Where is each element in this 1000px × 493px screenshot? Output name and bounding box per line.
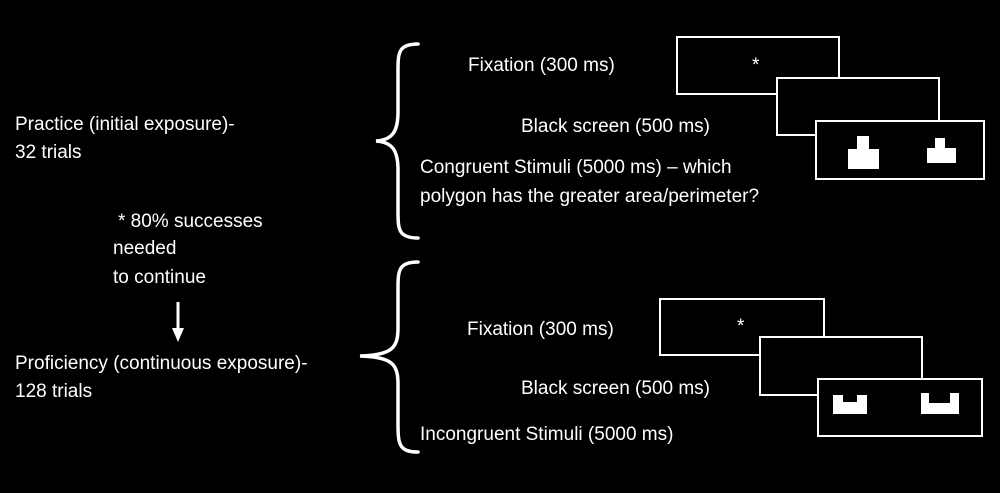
proficiency-brace: [359, 260, 420, 454]
fixation-label-practice: Fixation (300 ms): [468, 55, 615, 76]
practice-label: Practice (initial exposure)-: [15, 114, 235, 135]
stimulus-screen-practice: [815, 120, 985, 180]
congruent-polygon-left: [848, 136, 879, 169]
proficiency-trials: 128 trials: [15, 381, 93, 402]
stimuli-label-practice-line2: polygon has the greater area/perimeter?: [420, 186, 760, 207]
fixation-symbol-practice: *: [752, 55, 760, 76]
fixation-label-proficiency: Fixation (300 ms): [467, 319, 614, 340]
congruent-polygon-right: [927, 138, 956, 163]
incongruent-polygon-right: [921, 393, 959, 414]
practice-trials: 32 trials: [15, 142, 82, 163]
criterion-line2: needed: [113, 238, 177, 259]
black-screen-label-practice: Black screen (500 ms): [521, 116, 711, 137]
criterion-line1: * 80% successes: [118, 211, 263, 232]
continue-arrow-head: [172, 328, 184, 342]
stimuli-label-proficiency: Incongruent Stimuli (5000 ms): [420, 424, 674, 445]
incongruent-polygon-left: [833, 395, 867, 414]
fixation-symbol-proficiency: *: [737, 316, 745, 337]
proficiency-label: Proficiency (continuous exposure)-: [15, 353, 308, 374]
black-screen-label-proficiency: Black screen (500 ms): [521, 378, 711, 399]
stimuli-label-practice-line1: Congruent Stimuli (5000 ms) – which: [420, 157, 732, 178]
practice-brace: [375, 42, 420, 240]
criterion-line3: to continue: [113, 267, 206, 288]
